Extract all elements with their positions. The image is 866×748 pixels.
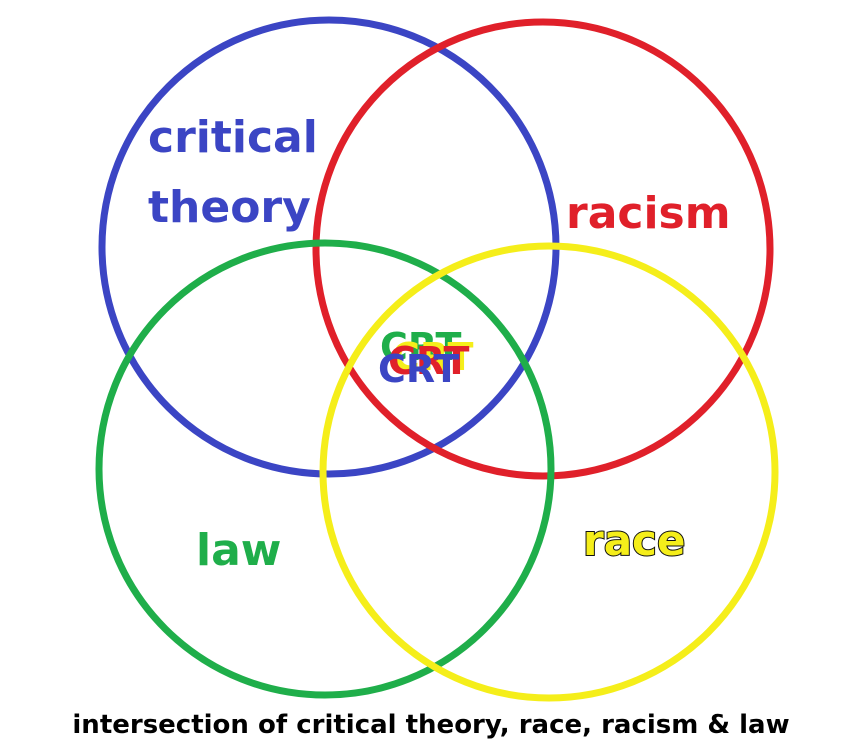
circle-racism (312, 18, 774, 480)
center-label-group: CRT CRT CRT CRT (378, 325, 473, 391)
circle-law (95, 239, 555, 699)
center-label-red: CRT (388, 339, 469, 383)
label-law: law (196, 525, 281, 576)
center-label-blue: CRT (378, 347, 459, 391)
label-racism: racism (566, 188, 731, 239)
center-label-green: CRT (380, 325, 461, 369)
diagram-caption: intersection of critical theory, race, r… (72, 710, 789, 740)
label-race: race (583, 516, 685, 565)
center-label-yellow: CRT (392, 335, 473, 379)
circle-race (319, 242, 779, 702)
label-critical-theory-line2: theory (148, 182, 311, 233)
label-critical-theory-line1: critical (148, 112, 318, 163)
